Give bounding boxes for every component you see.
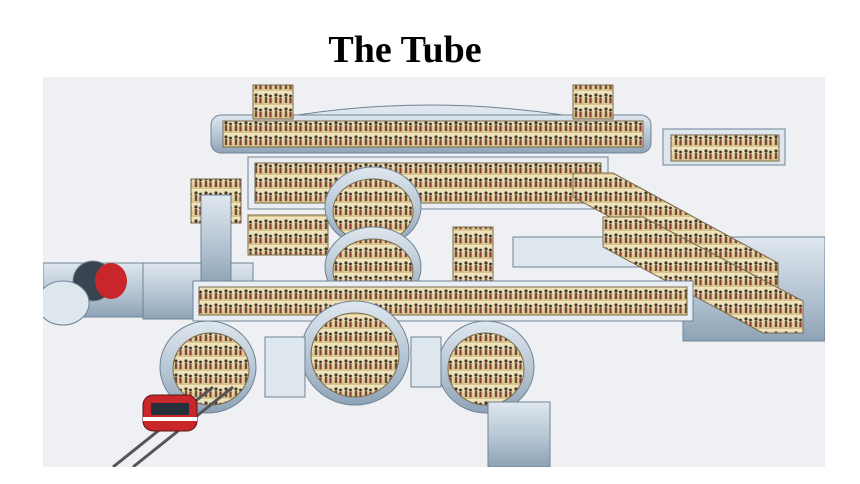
lower-platforms — [159, 300, 535, 414]
escalator-shaft — [572, 172, 804, 334]
ticket-hall — [210, 84, 786, 166]
tube-train — [112, 385, 234, 467]
tube-cutaway-illustration — [43, 77, 825, 467]
page-title: The Tube — [328, 29, 482, 71]
tube-cutaway-svg — [43, 84, 825, 467]
platform-level — [192, 280, 694, 322]
lower-shaft — [487, 401, 551, 467]
mezzanine-level — [190, 156, 609, 286]
